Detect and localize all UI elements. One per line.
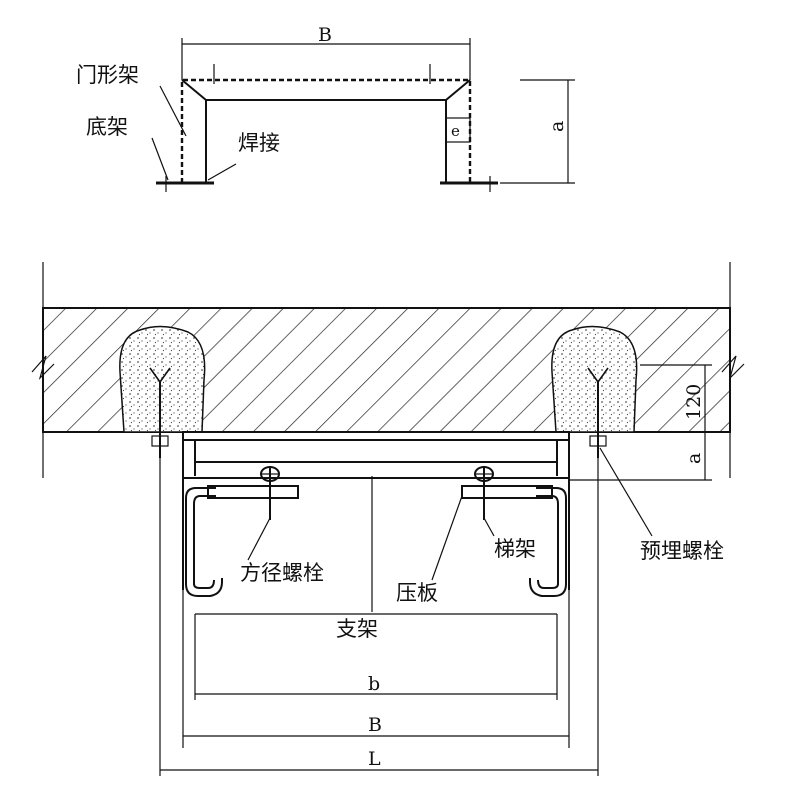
- ladder-rack-left: [185, 487, 223, 597]
- base-frame-label: 底架: [86, 115, 128, 139]
- dim-b-small-label: b: [368, 673, 380, 695]
- square-bolt-left: [260, 466, 280, 520]
- ladder-rack-left-inner: [193, 495, 216, 589]
- section-view: 120 a b B L 方径螺栓 支架 压板 梯架 预埋螺栓: [31, 262, 745, 776]
- welding-leader: [207, 163, 237, 181]
- embedded-bolt-right: [587, 367, 609, 458]
- base-plate: [182, 431, 570, 441]
- portal-frame-view: B e a 门形架 底架 焊接: [76, 24, 575, 192]
- square-bolt-leader: [247, 517, 271, 561]
- dim-a-label: a: [683, 453, 705, 464]
- pressure-plate-right: [461, 485, 553, 499]
- ladder-rack-right: [529, 487, 567, 597]
- break-mark-right: [721, 355, 745, 381]
- grout-pocket-right: [551, 325, 638, 433]
- square-bolt-label: 方径螺栓: [240, 561, 324, 585]
- dim-b-large-label: B: [368, 714, 382, 736]
- top-a-dimension-label: a: [546, 121, 568, 132]
- pressure-plate-left: [207, 485, 299, 499]
- dim-l-label: L: [368, 748, 381, 770]
- dim-120-label: 120: [683, 384, 705, 420]
- portal-frame-outer: [180, 78, 472, 183]
- frame-corner-left: [181, 79, 207, 101]
- portal-frame-label: 门形架: [76, 63, 139, 87]
- pressure-plate-label: 压板: [396, 581, 438, 605]
- ladder-rack-label: 梯架: [494, 537, 536, 561]
- frame-corner-right: [445, 79, 471, 101]
- break-mark-left: [31, 355, 55, 381]
- ladder-rack-right-inner: [536, 495, 559, 589]
- support-label: 支架: [336, 617, 378, 641]
- top-b-dimension-label: B: [318, 24, 332, 46]
- embedded-bolt-label: 预埋螺栓: [640, 539, 724, 563]
- top-e-box: [445, 117, 471, 143]
- welding-label: 焊接: [238, 131, 280, 155]
- pressure-plate-leader: [431, 495, 463, 581]
- base-frame-leader: [151, 137, 169, 181]
- top-e-label: e: [451, 122, 460, 140]
- embedded-bolt-left: [149, 367, 171, 458]
- embedded-bolt-leader: [599, 447, 653, 537]
- portal-frame-leader: [159, 85, 187, 137]
- square-bolt-right: [474, 466, 494, 520]
- ladder-rack-leader: [483, 517, 495, 537]
